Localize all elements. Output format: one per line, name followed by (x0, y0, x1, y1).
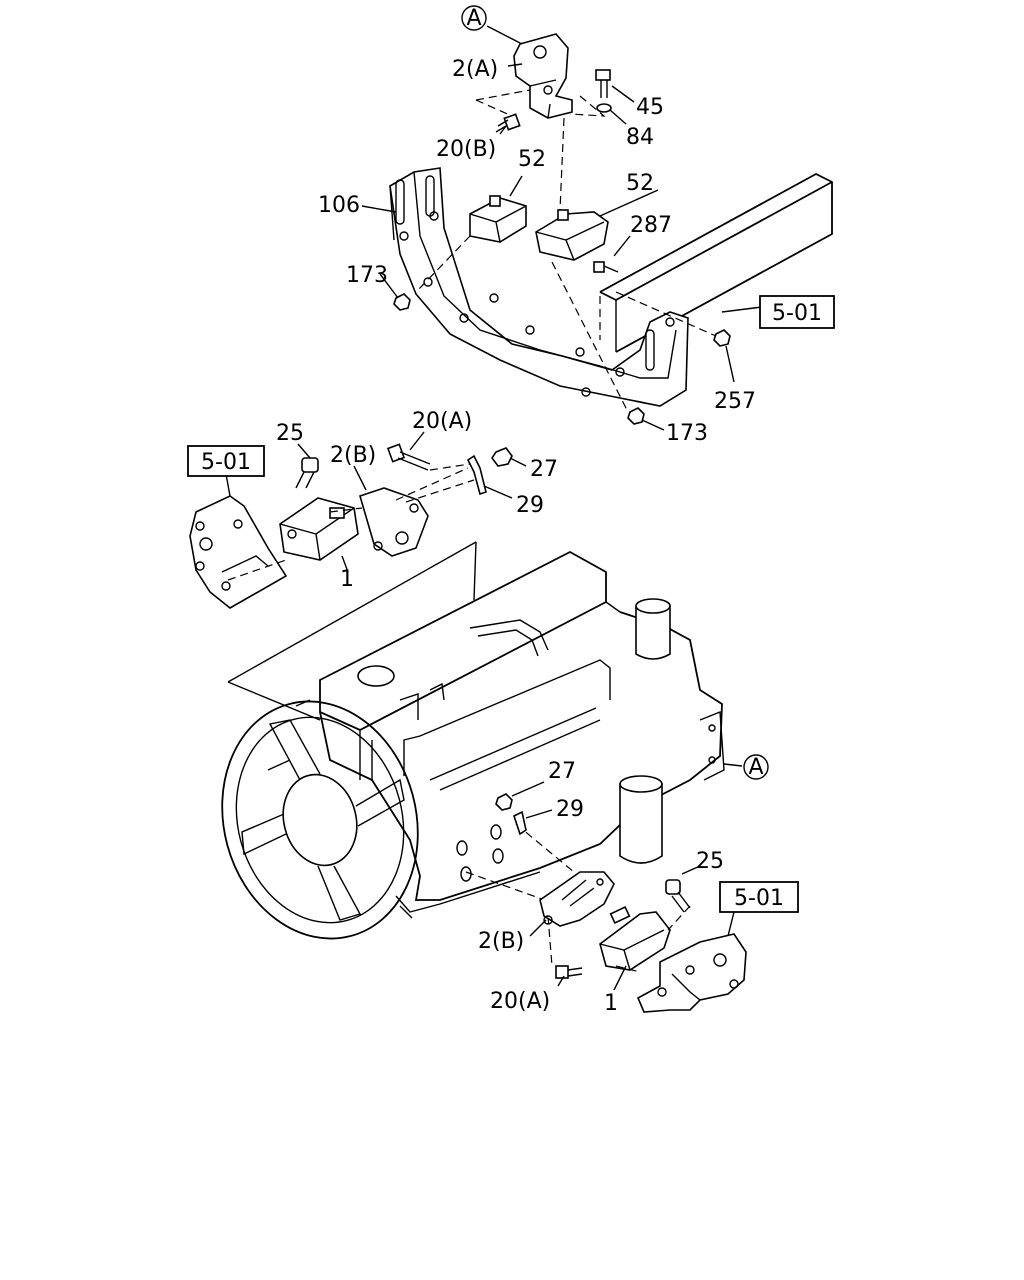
callout-2a: 2(A) (452, 57, 498, 82)
bolt-20a-bottom (555, 965, 583, 979)
callout-1-left: 1 (340, 567, 354, 592)
ref-left-box (187, 445, 265, 477)
clip-29-top (466, 454, 487, 496)
callout-257: 257 (714, 389, 756, 414)
callout-25-left: 25 (276, 421, 304, 446)
frame-bracket-right (636, 933, 747, 1013)
callout-45: 45 (636, 95, 664, 120)
frame-rail (599, 172, 833, 353)
insulator-52-right (535, 209, 609, 261)
bolt-20a-top (386, 443, 431, 471)
frame-bracket-left (189, 495, 288, 609)
callout-20a-top: 20(A) (412, 409, 472, 434)
callout-287: 287 (630, 213, 672, 238)
bolt-287 (593, 261, 619, 273)
bolt-25-right (665, 879, 691, 913)
nut-27-mid (495, 793, 513, 811)
callout-a-top: A (466, 6, 481, 31)
callout-173-bottom: 173 (666, 421, 708, 446)
callout-1-right: 1 (604, 991, 618, 1016)
ref-frame-right-box (759, 295, 835, 329)
engine-block (227, 541, 725, 919)
callout-29-top: 29 (516, 493, 544, 518)
bolt-25-left (295, 457, 319, 489)
ref-left: 5-01 (201, 450, 251, 475)
nut-27-top (491, 447, 513, 467)
ref-frame-right: 5-01 (772, 301, 822, 326)
callout-25-right: 25 (696, 849, 724, 874)
callout-52-left: 52 (518, 147, 546, 172)
callout-20a-bottom: 20(A) (490, 989, 550, 1014)
callout-173-left: 173 (346, 263, 388, 288)
washer-84 (596, 103, 612, 113)
bracket-2b-bottom (539, 871, 615, 927)
insulator-1-right (599, 906, 671, 971)
callout-2b-top: 2(B) (330, 443, 376, 468)
crossmember-106 (389, 167, 689, 407)
bracket-2a (513, 33, 573, 119)
callout-27-mid: 27 (548, 759, 576, 784)
callout-a-top-circle (461, 5, 487, 31)
callout-a-right: A (748, 755, 763, 780)
insulator-1-left (279, 497, 359, 561)
bracket-2b-top (359, 487, 429, 557)
nut-257 (713, 329, 731, 347)
callout-84: 84 (626, 125, 654, 150)
insulator-52-left (469, 195, 527, 243)
callout-20b: 20(B) (436, 137, 496, 162)
callout-2b-bottom: 2(B) (478, 929, 524, 954)
nut-173-bottom (627, 407, 645, 425)
callout-106: 106 (318, 193, 360, 218)
callout-27-top: 27 (530, 457, 558, 482)
cooling-fan (221, 699, 419, 940)
bolt-45 (595, 69, 611, 98)
ref-bottom-right-box (719, 881, 799, 913)
callout-a-right-circle (743, 754, 769, 780)
clip-29-mid (513, 810, 527, 836)
bolt-20b (495, 113, 521, 133)
ref-bottom-right: 5-01 (734, 886, 784, 911)
callout-52-right: 52 (626, 171, 654, 196)
callout-29-mid: 29 (556, 797, 584, 822)
